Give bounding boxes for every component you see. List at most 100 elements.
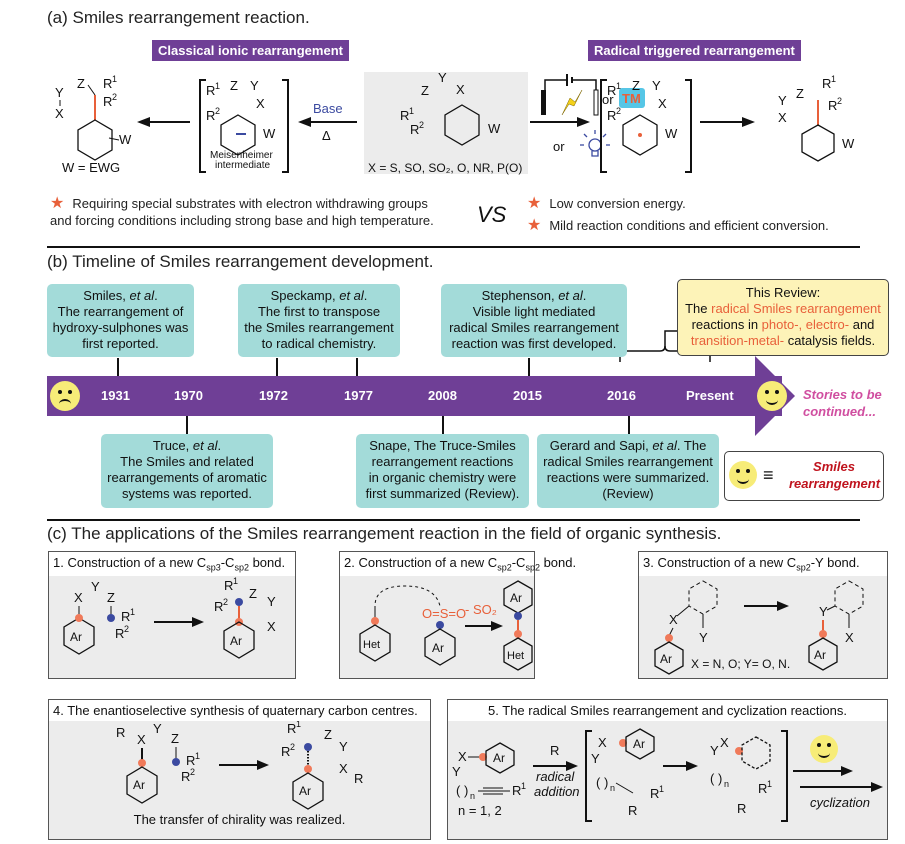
happy-face-icon — [729, 461, 757, 489]
base-label: Base — [313, 101, 343, 116]
substrate-box — [364, 72, 528, 174]
svg-text:Y: Y — [819, 604, 828, 619]
svg-text:R: R — [115, 626, 124, 641]
divider-bc — [47, 519, 860, 521]
svg-text:1: 1 — [409, 106, 414, 116]
happy-face-icon — [810, 735, 838, 763]
svg-text:1: 1 — [215, 81, 220, 91]
svg-text:2: 2 — [837, 96, 842, 106]
electrochem-icon — [541, 74, 599, 116]
radical-advantages: ★Low conversion energy. ★Mild reaction c… — [527, 195, 829, 234]
svg-text:n: n — [724, 779, 729, 789]
year-present: Present — [686, 388, 734, 403]
panel-1: 1. Construction of a new Csp3-Csp2 bond.… — [48, 551, 296, 679]
svg-text:X: X — [74, 590, 83, 605]
svg-text:1: 1 — [616, 81, 621, 91]
svg-text:R: R — [103, 94, 112, 109]
svg-text:R: R — [828, 98, 837, 113]
svg-text:R: R — [737, 801, 746, 816]
svg-text:Ar: Ar — [230, 634, 242, 648]
svg-text:( ): ( ) — [456, 783, 468, 798]
panel-3-heading: 3. Construction of a new Csp2-Y bond. — [639, 552, 887, 576]
tick — [276, 358, 278, 376]
svg-text:W: W — [665, 126, 678, 141]
svg-text:Y: Y — [652, 78, 661, 93]
star-icon: ★ — [50, 195, 65, 212]
or-label-1: or — [602, 92, 614, 107]
this-review-box: This Review: The radical Smiles rearrang… — [677, 279, 889, 356]
panel-1-heading: 1. Construction of a new Csp3-Csp2 bond. — [49, 552, 295, 576]
tick — [628, 416, 630, 434]
classical-drawbacks: ★Requiring special substrates with elect… — [50, 195, 434, 228]
svg-text:2: 2 — [223, 597, 228, 607]
panel-4-heading: 4. The enantioselective synthesis of qua… — [49, 700, 430, 721]
svg-text:1: 1 — [831, 74, 836, 84]
svg-text:R: R — [121, 609, 130, 624]
svg-text:R: R — [410, 122, 419, 137]
year-1977: 1977 — [344, 388, 373, 403]
svg-text:R: R — [214, 599, 223, 614]
svg-text:X: X — [720, 735, 729, 750]
section-c-title: (c) The applications of the Smiles rearr… — [47, 524, 722, 543]
equivalent-icon: ≡ — [763, 465, 774, 485]
svg-text:2: 2 — [190, 767, 195, 777]
svg-text:X: X — [669, 612, 678, 627]
svg-text:2: 2 — [215, 106, 220, 116]
svg-text:R: R — [206, 83, 215, 98]
panel-5: 5. The radical Smiles rearrangement and … — [447, 699, 888, 840]
panel-2-heading: 2. Construction of a new Csp2-Csp2 bond. — [340, 552, 576, 576]
year-1970: 1970 — [174, 388, 203, 403]
svg-text:X: X — [458, 749, 467, 764]
tick — [186, 416, 188, 434]
tick — [356, 358, 358, 376]
svg-text:W: W — [488, 121, 501, 136]
radical-label: Radical triggered rearrangement — [588, 40, 801, 61]
svg-text:1: 1 — [659, 784, 664, 794]
svg-text:1: 1 — [233, 576, 238, 586]
svg-text:Ar: Ar — [814, 648, 826, 662]
svg-text:Z: Z — [77, 76, 85, 91]
svg-text:X: X — [267, 619, 276, 634]
svg-text:2: 2 — [419, 120, 424, 130]
star-icon: ★ — [527, 195, 542, 212]
svg-text:Het: Het — [363, 639, 380, 651]
panel-2-scheme: Het O=S=O Ar - SO₂ Ar Het — [359, 579, 533, 671]
svg-text:O=S=O: O=S=O — [422, 606, 466, 621]
tick — [117, 358, 119, 376]
svg-text:Z: Z — [249, 586, 257, 601]
svg-text:R: R — [181, 769, 190, 784]
transition-metal-icon: TM — [619, 88, 645, 108]
svg-text:Het: Het — [507, 650, 524, 662]
svg-text:Z: Z — [230, 78, 238, 93]
event-2015: Stephenson, et al. Visible light mediate… — [441, 284, 627, 357]
meisenheimer-line2: intermediate — [215, 160, 270, 171]
svg-text:1: 1 — [195, 751, 200, 761]
vs-label: VS — [477, 202, 507, 227]
svg-text:Ar: Ar — [493, 751, 505, 765]
svg-text:R: R — [512, 783, 521, 798]
svg-text:n: n — [470, 791, 475, 801]
svg-text:R: R — [103, 76, 112, 91]
svg-text:R: R — [281, 744, 290, 759]
happy-face-icon — [757, 381, 787, 411]
svg-text:Y: Y — [591, 751, 600, 766]
svg-text:Ar: Ar — [432, 641, 444, 655]
classical-label: Classical ionic rearrangement — [152, 40, 349, 61]
svg-text:Ar: Ar — [70, 630, 82, 644]
svg-text:R: R — [224, 578, 233, 593]
svg-text:R: R — [758, 781, 767, 796]
panel-3-scheme: X Y Ar X = N, O; Y= O, N. Y X Ar — [654, 580, 864, 675]
svg-text:Z: Z — [632, 78, 640, 93]
radical-addition-1: radical — [536, 769, 575, 784]
svg-text:Y: Y — [339, 739, 348, 754]
svg-text:X: X — [256, 96, 265, 111]
